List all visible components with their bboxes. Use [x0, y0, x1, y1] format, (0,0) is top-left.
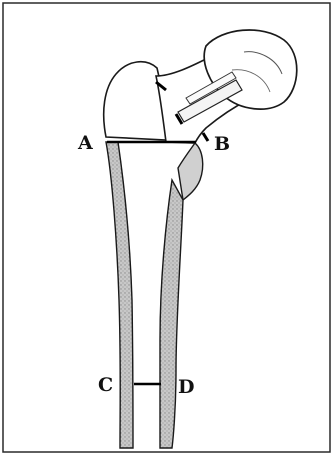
screw-head-mark-3: [203, 133, 208, 141]
label-a: A: [77, 132, 93, 154]
label-b: B: [214, 133, 230, 155]
lesser-trochanter: [178, 143, 203, 200]
lateral-cortex: [106, 142, 133, 448]
medial-cortex: [160, 180, 183, 448]
label-d: D: [178, 376, 194, 398]
label-c: C: [98, 374, 113, 396]
greater-trochanter: [104, 62, 166, 140]
